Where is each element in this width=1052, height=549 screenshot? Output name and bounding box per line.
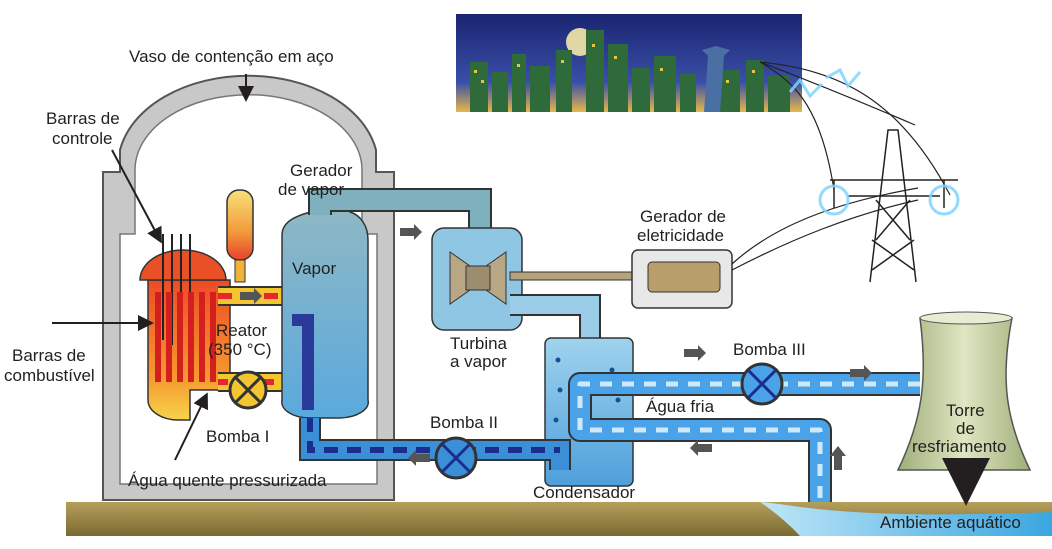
pump-3 — [740, 362, 784, 406]
label-reactor-2: (350 °C) — [208, 340, 271, 359]
city-skyline — [456, 14, 802, 112]
cooling-tower — [896, 311, 1032, 506]
label-reactor-1: Reator — [216, 321, 267, 340]
electric-glow — [788, 67, 960, 216]
label-turbine-1: Turbina — [450, 334, 508, 353]
transmission-tower — [830, 129, 958, 283]
label-steam-generator-1: Gerador — [290, 161, 353, 180]
label-generator-2: eletricidade — [637, 226, 724, 245]
steam-turbine — [431, 227, 523, 331]
pressurizer — [226, 189, 254, 283]
label-pressurized-hot-water: Água quente pressurizada — [128, 471, 327, 490]
steam-generator — [281, 205, 369, 419]
label-tower-2: de — [956, 419, 975, 438]
leader-lines — [52, 74, 254, 461]
reactor-vessel — [139, 234, 231, 421]
pump-1 — [228, 370, 268, 410]
label-turbine-2: a vapor — [450, 352, 507, 371]
label-steam-generator-2: de vapor — [278, 180, 344, 199]
label-aquatic-environment: Ambiente aquático — [880, 513, 1021, 532]
turbine-exhaust-pipe — [510, 294, 601, 340]
steam-pipe — [308, 188, 492, 232]
label-containment-vessel: Vaso de contenção em aço — [129, 47, 334, 66]
flow-arrows — [240, 224, 872, 470]
label-control-rods-2: controle — [52, 129, 112, 148]
label-pump-3: Bomba III — [733, 340, 806, 359]
pump-2 — [434, 436, 478, 480]
aquatic-water — [760, 502, 1052, 536]
fuel-rods — [155, 292, 216, 382]
secondary-return-loop — [299, 418, 571, 470]
label-condenser: Condensador — [533, 483, 635, 502]
label-steam: Vapor — [292, 259, 336, 278]
label-fuel-rods-1: Barras de — [12, 346, 86, 365]
label-tower-1: Torre — [946, 401, 985, 420]
label-fuel-rods-2: combustível — [4, 366, 95, 385]
label-cold-water: Água fria — [646, 397, 715, 416]
generator — [509, 249, 733, 309]
label-generator-1: Gerador de — [640, 207, 726, 226]
label-pump-2: Bomba II — [430, 413, 498, 432]
power-lines — [731, 61, 951, 271]
cooling-loop — [568, 372, 920, 502]
label-tower-3: resfriamento — [912, 437, 1006, 456]
label-control-rods-1: Barras de — [46, 109, 120, 128]
label-pump-1: Bomba I — [206, 427, 269, 446]
ground — [66, 502, 1052, 536]
